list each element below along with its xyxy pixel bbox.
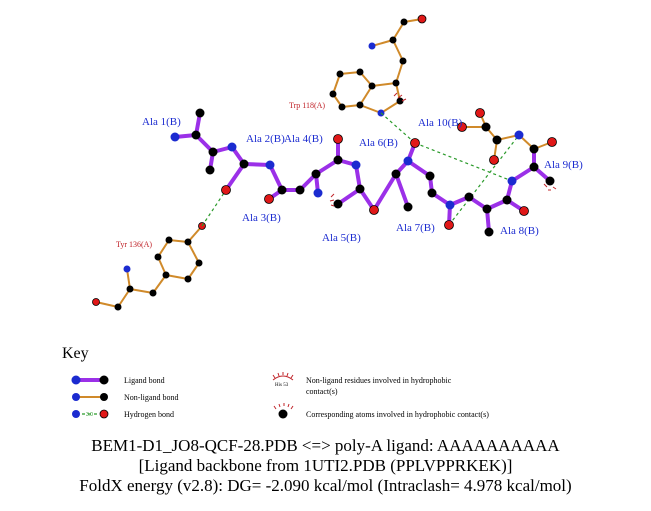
trp118-bonds	[332, 18, 423, 114]
label-ala2: Ala 2(B)	[246, 133, 285, 145]
label-ala8: Ala 8(B)	[500, 225, 539, 237]
caption-line-3: FoldX energy (v2.8): DG= -2.090 kcal/mol…	[79, 476, 572, 495]
label-trp118: Trp 118(A)	[289, 101, 325, 110]
label-ala6: Ala 6(B)	[359, 137, 398, 149]
ligand-residue-labels: Ala 1(B) Ala 2(B) Ala 3(B) Ala 4(B) Ala …	[142, 116, 583, 244]
key-hbond: Hydrogen bond	[124, 410, 174, 419]
label-ala5: Ala 5(B)	[322, 232, 361, 244]
key-hbond-distance: 3.0	[86, 412, 93, 418]
key-ligand-bond: Ligand bond	[124, 376, 165, 385]
key-nonligand-bond: Non-ligand bond	[124, 393, 178, 402]
label-ala9: Ala 9(B)	[544, 159, 583, 171]
ligand-bonds	[173, 111, 552, 234]
label-ala1: Ala 1(B)	[142, 116, 181, 128]
key-legend: Key Ligand bond Non-ligand bond 3.0 Hydr…	[62, 345, 489, 419]
label-ala10: Ala 10(B)	[418, 117, 463, 129]
label-tyr136: Tyr 136(A)	[116, 240, 152, 249]
ligand-atoms	[170, 108, 557, 237]
key-corresponding: Corresponding atoms involved in hydropho…	[306, 410, 489, 419]
trp118-atoms	[329, 14, 427, 117]
caption-line-1: BEM1-D1_JO8-QCF-28.PDB <=> poly-A ligand…	[91, 436, 560, 455]
key-hydrophobic-line1: Non-ligand residues involved in hydropho…	[306, 376, 452, 385]
caption-line-2: [Ligand backbone from 1UTI2.PDB (PPLVPPR…	[138, 456, 513, 475]
key-hydrophobic-sample: His 53	[275, 383, 289, 388]
key-title: Key	[62, 345, 89, 362]
label-ala3: Ala 3(B)	[242, 212, 281, 224]
ala10-sidegroup	[462, 112, 553, 161]
protein-residue-labels: Trp 118(A) Tyr 136(A)	[116, 101, 325, 249]
label-ala4: Ala 4(B)	[284, 133, 323, 145]
hydrogen-bonds	[201, 112, 520, 227]
label-ala7: Ala 7(B)	[396, 222, 435, 234]
key-hydrophobic-line2: contact(s)	[306, 387, 338, 396]
tyr136-atoms	[92, 222, 206, 311]
tyr136-bonds	[95, 225, 203, 308]
